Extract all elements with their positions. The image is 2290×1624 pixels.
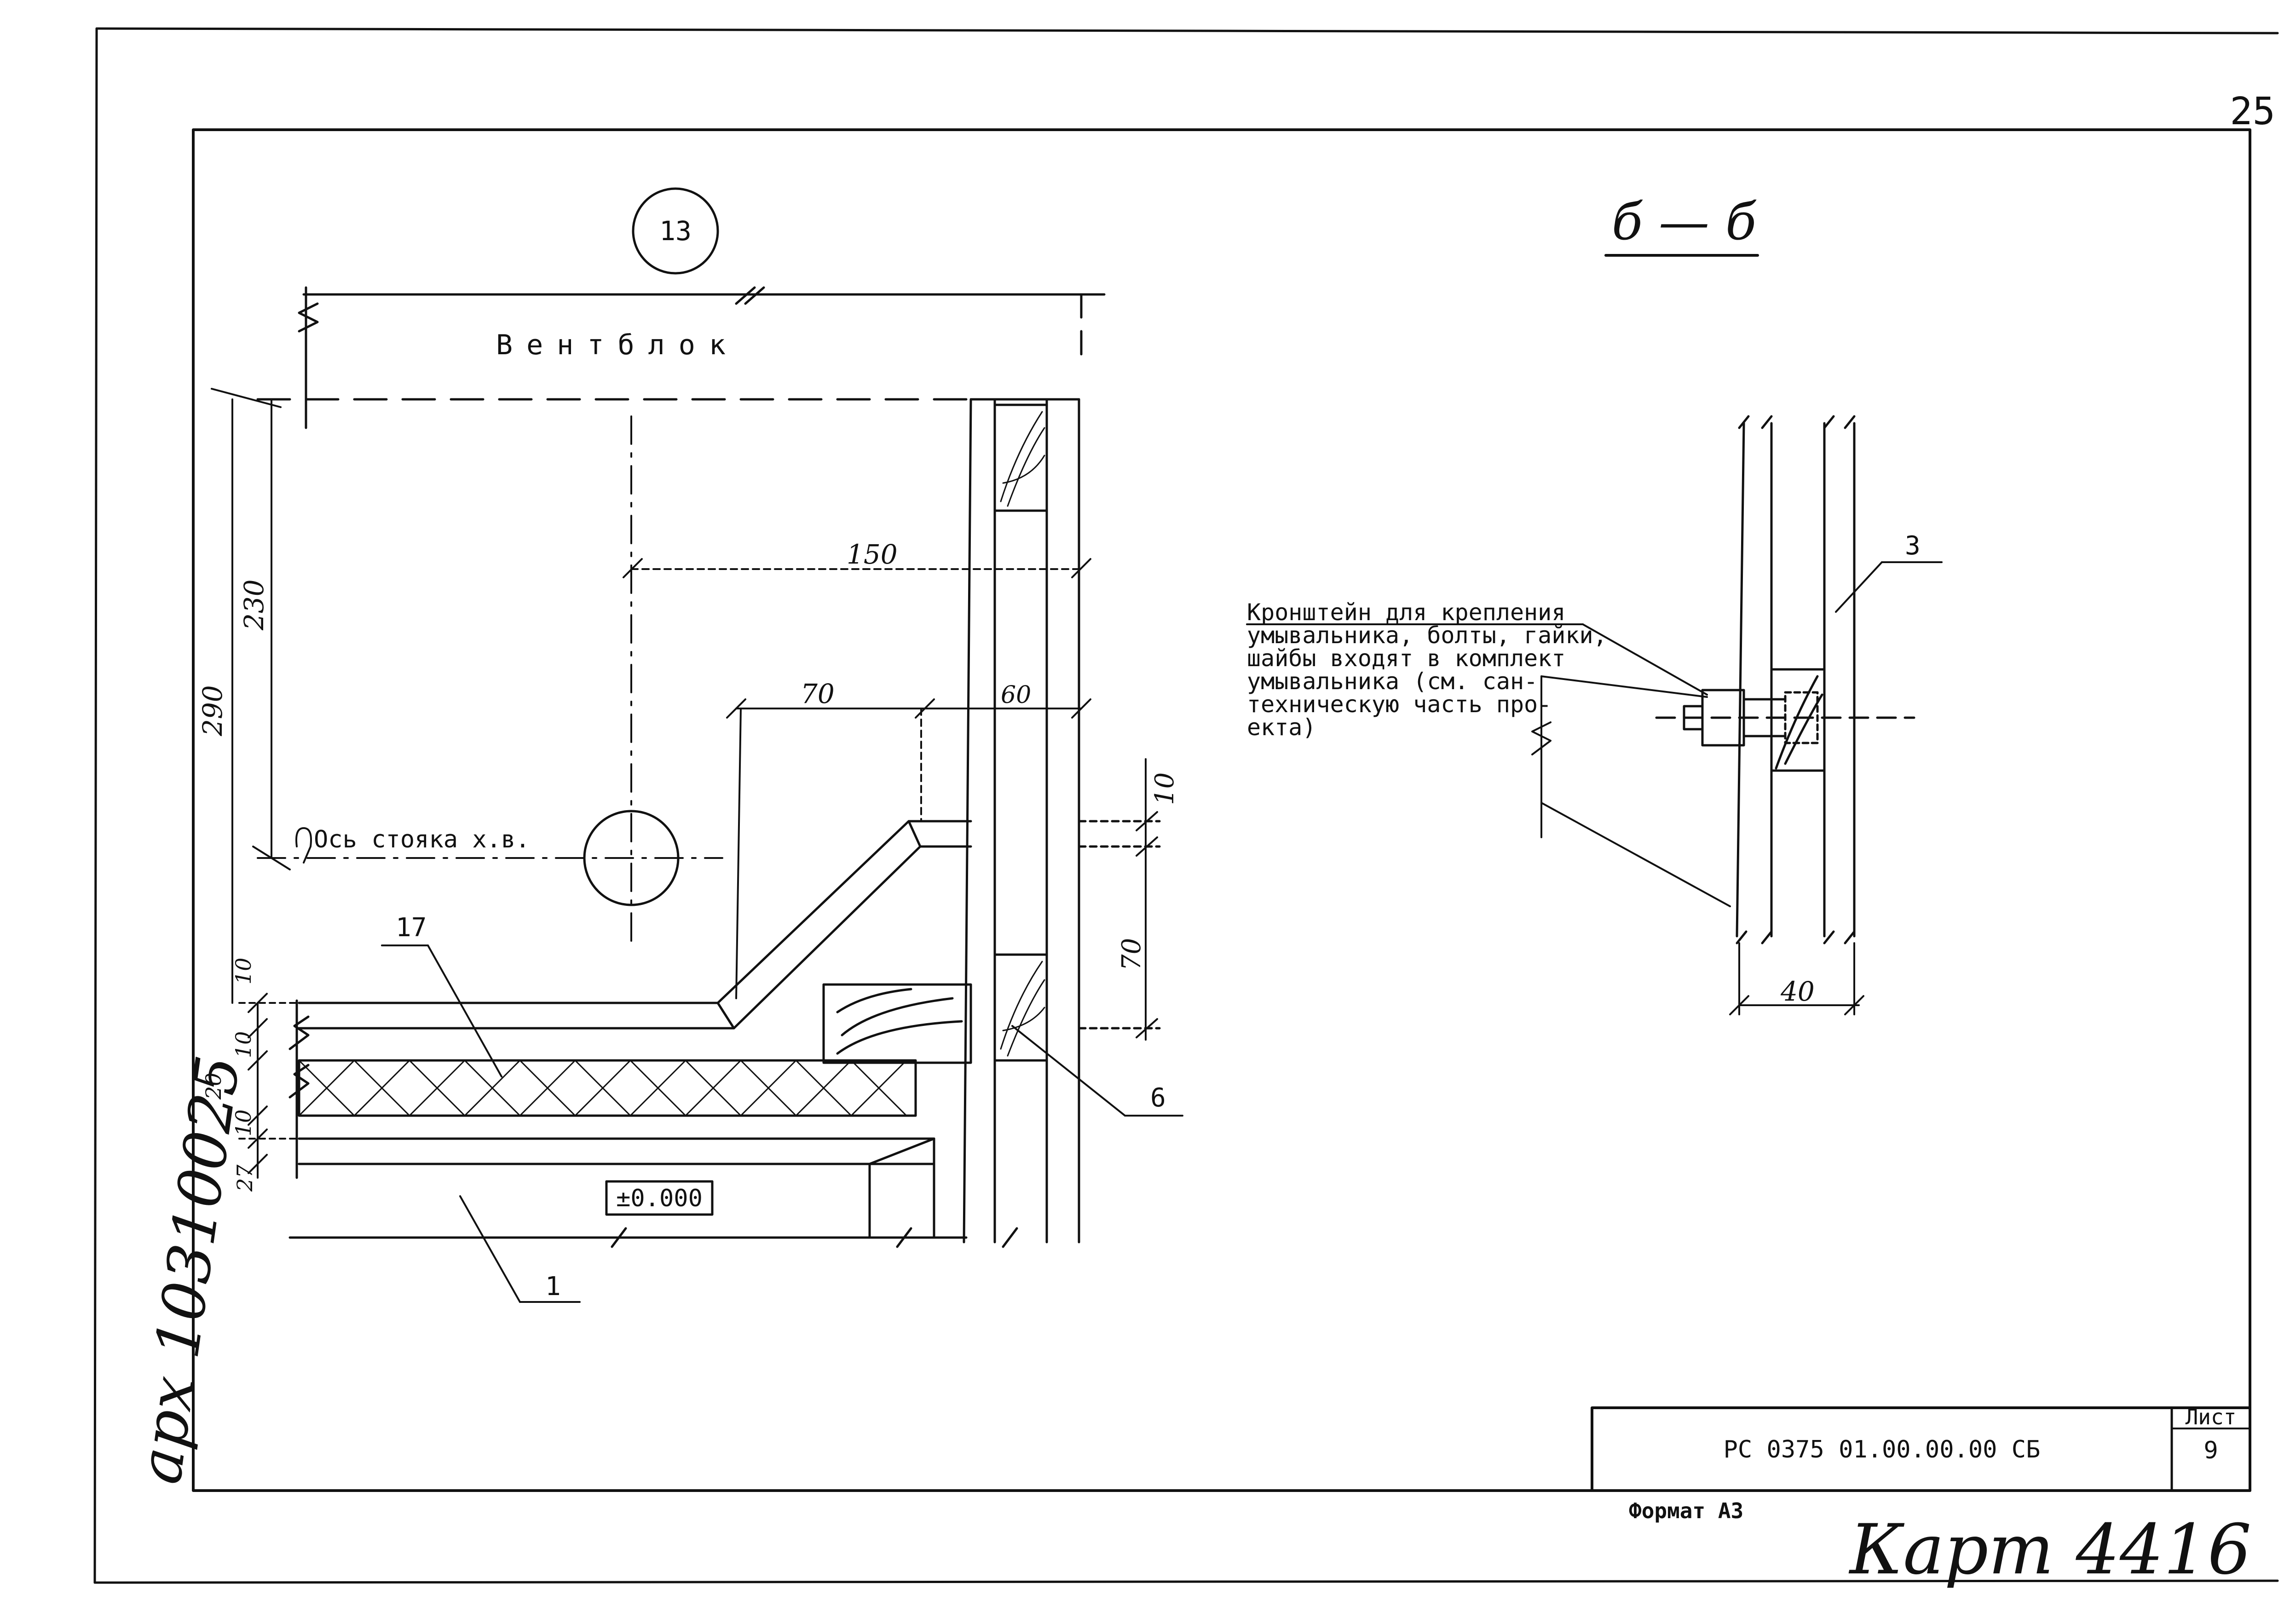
- dim-40-line: [1729, 942, 1864, 1015]
- section-leaders: [1246, 561, 1943, 907]
- note-line-4: умывальника (см. сан-: [1247, 668, 1538, 695]
- insulation-layer: [298, 1059, 917, 1117]
- detail-marker-number: 13: [659, 215, 692, 247]
- dim-70-60-line: [726, 698, 1091, 999]
- title-block: Лист 9 РС 0375 01.00.00.00 СБ: [1591, 1405, 2251, 1492]
- section-title: б — б: [1612, 192, 1757, 251]
- note-line-5: техническую часть про-: [1247, 691, 1552, 718]
- dim-150: 150: [847, 539, 898, 570]
- section-bb: б — б: [1246, 192, 1943, 1015]
- dim-150-line: [623, 558, 1091, 578]
- left-dimensions: [211, 388, 291, 1004]
- sheet-number: 9: [2203, 1437, 2218, 1464]
- bracket-note: Кронштейн для крепления умывальника, бол…: [1247, 599, 1607, 741]
- dim-10-a: 10: [231, 957, 256, 985]
- document-code: РС 0375 01.00.00.00 СБ: [1724, 1436, 2041, 1463]
- wall-panel: [963, 398, 1080, 1244]
- dim-40: 40: [1780, 976, 1815, 1007]
- wood-insert-hatch: [1000, 411, 1045, 1057]
- dim-290: 290: [197, 685, 228, 737]
- note-line-2: умывальника, болты, гайки,: [1247, 622, 1607, 649]
- detail-13: 13 Вентблок Ось стояка х.в. 290 230: [197, 187, 1183, 1303]
- detail-marker-circle: [632, 187, 719, 275]
- ventblock-label: Вентблок: [496, 329, 739, 361]
- dim-230: 230: [238, 579, 270, 631]
- outer-frame: [93, 27, 2279, 1584]
- sheet-label: Лист: [2186, 1405, 2237, 1429]
- callout-leaders: [381, 944, 1183, 1303]
- inner-frame: [192, 128, 2251, 1492]
- insulation-hatch: [298, 1060, 907, 1117]
- dim-10-c: 10: [231, 1109, 256, 1136]
- note-line-1: Кронштейн для крепления: [1247, 599, 1565, 626]
- ventblock-outline: [256, 286, 1106, 429]
- note-line-3: шайбы входят в комплект: [1247, 645, 1565, 672]
- level-mark-box: [605, 1180, 714, 1216]
- level-mark: ±0.000: [616, 1185, 703, 1212]
- dim-20: 20: [201, 1072, 226, 1100]
- wood-block: [822, 983, 972, 1064]
- axis-hook-arrow: [295, 827, 312, 864]
- inventory-handwritten: Карт 4416: [1848, 1510, 2251, 1590]
- callout-6: 6: [1150, 1083, 1166, 1113]
- dim-70-top: 70: [801, 678, 835, 709]
- callout-1: 1: [545, 1272, 561, 1302]
- right-dimensions: [1136, 758, 1158, 1041]
- note-line-6: екта): [1247, 714, 1316, 741]
- format-label: Формат А3: [1629, 1498, 1743, 1523]
- bracket-bolt: [1655, 689, 1915, 747]
- left-small-dimensions: [238, 993, 300, 1179]
- dim-10-b: 10: [231, 1031, 256, 1058]
- dim-60: 60: [1001, 681, 1031, 709]
- dim-27: 27: [232, 1164, 257, 1192]
- callout-3: 3: [1905, 531, 1921, 561]
- page-number: 25: [2230, 90, 2275, 133]
- dim-10-right: 10: [1150, 772, 1180, 805]
- dim-70-right: 70: [1117, 938, 1147, 971]
- callout-17: 17: [396, 913, 427, 943]
- floor-layers: [288, 999, 1018, 1248]
- section-panels: [1736, 415, 1856, 944]
- riser-axis-label: Ось стояка х.в.: [314, 826, 530, 853]
